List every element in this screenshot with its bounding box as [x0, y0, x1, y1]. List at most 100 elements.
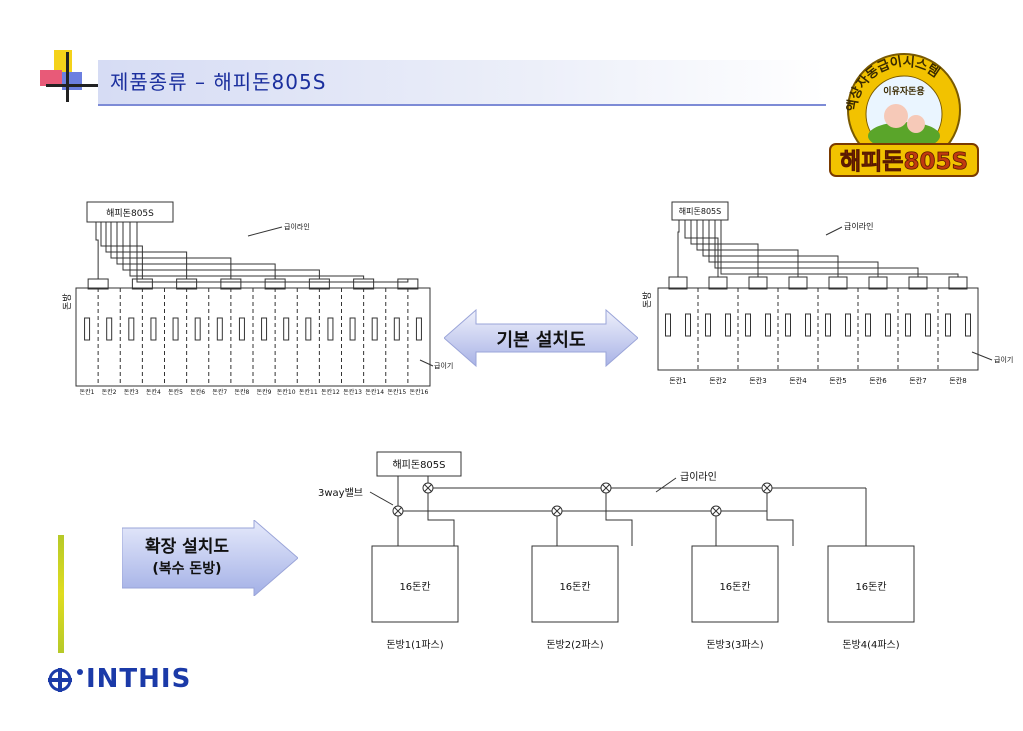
feeder-nozzle	[238, 317, 245, 341]
brand-name: INTHIS	[86, 664, 192, 694]
valve-cross	[602, 484, 610, 492]
feeder-unit	[868, 276, 888, 290]
room-box-label: 16돈칸	[719, 581, 750, 593]
pen-label: 돈칸13	[343, 388, 362, 396]
room-box-label: 16돈칸	[855, 581, 886, 593]
right-room-label: 돈방	[642, 291, 653, 308]
room-box	[691, 545, 779, 623]
room-name: 돈방4(4파스)	[842, 639, 899, 651]
feeder-nozzle	[885, 313, 891, 337]
feeder-nozzle	[106, 317, 113, 341]
feed-pipe	[677, 220, 680, 277]
page-title: 제품종류 – 해피돈805S	[110, 70, 327, 94]
feed-pipe	[116, 222, 276, 279]
pen-label: 돈칸14	[365, 388, 384, 396]
pen-label: 돈칸3	[124, 388, 139, 396]
extended-install-title: 확장 설치도	[144, 537, 230, 557]
feed-pipe	[105, 222, 188, 279]
feed-pipe	[702, 220, 839, 277]
pen-label: 돈칸9	[257, 388, 272, 396]
pen-label: 돈칸1	[80, 388, 95, 396]
feed-pipe	[714, 220, 919, 277]
basic-install-label: 기본 설치도	[496, 330, 586, 351]
side-accent-bar	[58, 535, 64, 653]
feed-pipe	[95, 222, 99, 279]
left-room-label: 돈방	[62, 293, 73, 310]
happydon-logo: 액상자동급이시스템 이유자돈용 해피돈805S	[829, 53, 979, 177]
pen-label: 돈칸12	[321, 388, 340, 396]
pen-label: 돈칸11	[299, 388, 318, 396]
pen-label: 돈칸15	[387, 388, 406, 396]
feeder-nozzle	[825, 313, 831, 337]
feeder-nozzle	[194, 317, 201, 341]
ext-feed-line-label: 급이라인	[680, 471, 717, 483]
title-corner-mark	[40, 50, 100, 102]
room-box	[371, 545, 459, 623]
ext-controller-box	[376, 451, 462, 477]
pen-label: 돈칸2	[102, 388, 117, 396]
pen-label: 돈칸2	[709, 376, 726, 385]
feeder-unit	[948, 276, 968, 290]
ext-controller-label: 해피돈805S	[392, 458, 445, 471]
valve-cross	[394, 507, 402, 515]
feeder-nozzle	[305, 317, 312, 341]
feeder-nozzle	[965, 313, 971, 337]
feeder-nozzle	[349, 317, 356, 341]
pen-label: 돈칸5	[829, 376, 846, 385]
feeder-nozzle	[945, 313, 951, 337]
feeder-nozzle	[393, 317, 400, 341]
pen-label: 돈칸6	[190, 388, 205, 396]
feed-pipe	[129, 222, 365, 279]
pen-label: 돈칸1	[669, 376, 686, 385]
feed-pipe	[720, 220, 959, 277]
feeder-nozzle	[685, 313, 691, 337]
left-controller-label: 해피돈805S	[106, 208, 154, 219]
right-controller-box	[671, 201, 729, 221]
room-name: 돈방3(3파스)	[706, 639, 763, 651]
feeder-nozzle	[665, 313, 671, 337]
feeder-nozzle	[905, 313, 911, 337]
ext-valve-label: 3way밸브	[318, 487, 363, 499]
feed-pipe	[100, 222, 143, 279]
feeder-unit	[828, 276, 848, 290]
room-return-pipe	[766, 488, 794, 546]
logo-inner-text: 이유자돈용	[883, 85, 924, 97]
feed-pipe	[122, 222, 320, 279]
feeder-nozzle	[415, 317, 422, 341]
feeder-nozzle	[865, 313, 871, 337]
feeder-unit	[908, 276, 928, 290]
feeder-nozzle	[745, 313, 751, 337]
feed-pipe	[136, 222, 409, 283]
feeder-nozzle	[327, 317, 334, 341]
feeder-nozzle	[785, 313, 791, 337]
feeder-nozzle	[925, 313, 931, 337]
room-return-pipe	[427, 488, 455, 546]
room-box-label: 16돈칸	[559, 581, 590, 593]
room-return-pipe	[605, 488, 633, 546]
pen-label: 돈칸3	[749, 376, 766, 385]
right-controller-label: 해피돈805S	[679, 206, 721, 216]
basic-install-arrow	[444, 308, 638, 368]
feed-pipe	[690, 220, 759, 277]
feed-pipe	[110, 222, 232, 279]
feeder-nozzle	[725, 313, 731, 337]
logo-brand-text: 해피돈805S	[840, 149, 968, 175]
pen-label: 돈칸7	[909, 376, 926, 385]
feed-pipe	[696, 220, 799, 277]
room-name: 돈방2(2파스)	[546, 639, 603, 651]
left-feed-line-label: 급이라인	[284, 222, 310, 231]
pen-label: 돈칸6	[869, 376, 887, 385]
valve-cross	[424, 484, 432, 492]
inthis-logo-icon	[48, 668, 83, 692]
feeder-nozzle	[172, 317, 179, 341]
feeder-nozzle	[283, 317, 290, 341]
feeder-nozzle	[128, 317, 135, 341]
pen-label: 돈칸10	[277, 388, 296, 396]
room-box	[531, 545, 619, 623]
feeder-nozzle	[84, 317, 91, 341]
feeder-unit	[788, 276, 808, 290]
pen-label: 돈칸5	[168, 388, 183, 396]
room-box	[827, 545, 915, 623]
right-feed-line-label: 급이라인	[844, 221, 873, 231]
